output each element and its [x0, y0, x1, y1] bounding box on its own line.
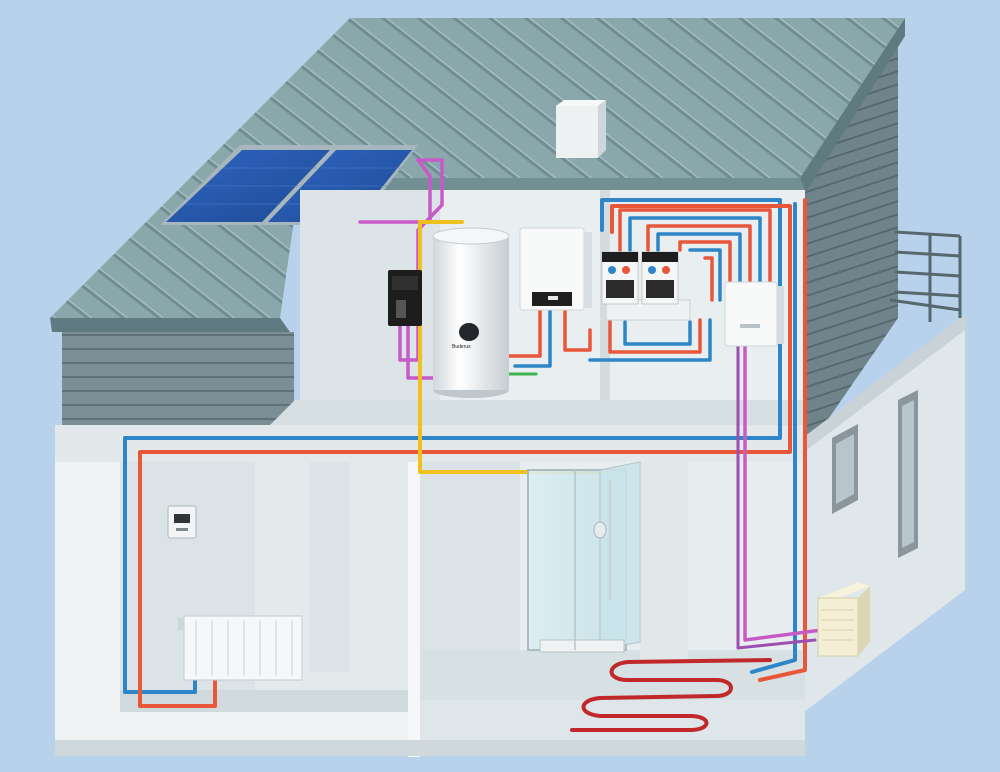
outdoor-unit	[817, 582, 870, 657]
boiler-to-modules	[563, 298, 592, 352]
solar-pipe	[358, 158, 432, 224]
supply-riser	[758, 198, 807, 682]
return-pipe-ground	[123, 198, 782, 694]
solar-station	[388, 270, 422, 326]
mixer-modules	[601, 251, 691, 321]
roof	[50, 18, 905, 332]
module-loops	[588, 208, 772, 362]
chimney	[556, 100, 606, 158]
radiator	[178, 615, 303, 681]
balcony-railing	[889, 230, 962, 322]
shower	[527, 461, 641, 653]
heatpump-pipe	[743, 338, 824, 642]
storage-tank: Buderus	[432, 227, 510, 398]
tank-brand-label: Buderus	[452, 344, 471, 350]
pipes	[123, 158, 824, 708]
solar-return	[406, 316, 440, 380]
mixer-module	[641, 251, 679, 305]
left-wall-siding	[62, 332, 294, 428]
heat-pump-indoor-unit	[724, 281, 784, 347]
room-thermostat	[167, 505, 197, 539]
boiler-return	[513, 298, 552, 368]
return-riser	[750, 202, 797, 674]
supply-pipe-ground	[138, 204, 792, 708]
wall-boiler	[519, 227, 592, 311]
heatpump-pipe-2	[736, 342, 817, 650]
mixer-module	[601, 251, 639, 305]
underfloor-heating	[570, 658, 772, 732]
